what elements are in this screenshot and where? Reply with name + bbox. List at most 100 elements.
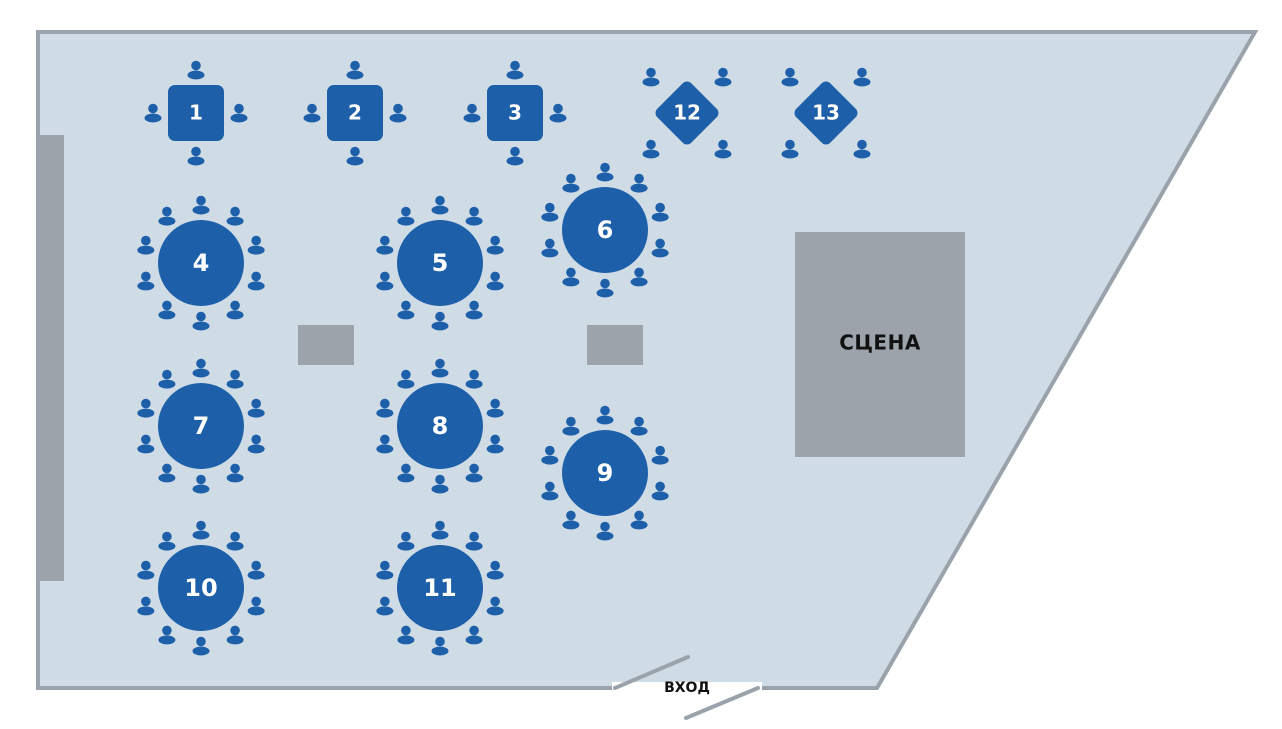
person-seat-icon [226, 625, 244, 645]
person-seat-icon [226, 369, 244, 389]
table-9[interactable]: 9 [541, 405, 669, 541]
person-seat-icon [465, 531, 483, 551]
person-seat-icon [465, 625, 483, 645]
person-seat-icon [596, 162, 614, 182]
person-seat-icon [158, 300, 176, 320]
person-seat-icon [187, 60, 205, 80]
person-seat-icon [431, 474, 449, 494]
table-3[interactable]: 3 [463, 60, 567, 166]
person-seat-icon [549, 103, 567, 123]
stage-area [795, 232, 965, 457]
person-seat-icon [486, 560, 504, 580]
person-seat-icon [376, 235, 394, 255]
person-seat-icon [630, 510, 648, 530]
table-number: 7 [193, 412, 210, 440]
person-seat-icon [431, 311, 449, 331]
table-top [562, 187, 648, 273]
person-seat-icon [376, 596, 394, 616]
person-seat-icon [192, 311, 210, 331]
person-seat-icon [541, 238, 559, 258]
person-seat-icon [596, 278, 614, 298]
table-top [168, 85, 224, 141]
table-top [158, 383, 244, 469]
person-seat-icon [506, 60, 524, 80]
table-1[interactable]: 1 [144, 60, 248, 166]
person-seat-icon [137, 434, 155, 454]
table-12[interactable]: 12 [642, 67, 732, 159]
table-2[interactable]: 2 [303, 60, 407, 166]
stage: СЦЕНА [795, 232, 965, 457]
entrance-gap [612, 682, 762, 696]
person-seat-icon [463, 103, 481, 123]
table-8[interactable]: 8 [376, 358, 504, 494]
entrance: ВХОД [612, 655, 762, 720]
person-seat-icon [303, 103, 321, 123]
person-seat-icon [642, 67, 660, 87]
person-seat-icon [397, 369, 415, 389]
table-number: 1 [189, 101, 203, 125]
person-seat-icon [137, 271, 155, 291]
column-right [587, 325, 643, 365]
table-10[interactable]: 10 [137, 520, 265, 656]
person-seat-icon [651, 445, 669, 465]
person-seat-icon [651, 202, 669, 222]
left-wall-panel [38, 135, 64, 581]
person-seat-icon [158, 463, 176, 483]
person-seat-icon [389, 103, 407, 123]
person-seat-icon [431, 358, 449, 378]
column-left [298, 325, 354, 365]
person-seat-icon [853, 139, 871, 159]
table-number: 10 [184, 574, 217, 602]
table-13[interactable]: 13 [781, 67, 871, 159]
table-7[interactable]: 7 [137, 358, 265, 494]
table-top [794, 81, 858, 145]
person-seat-icon [465, 369, 483, 389]
person-seat-icon [226, 531, 244, 551]
person-seat-icon [431, 195, 449, 215]
table-11[interactable]: 11 [376, 520, 504, 656]
person-seat-icon [562, 267, 580, 287]
person-seat-icon [346, 60, 364, 80]
person-seat-icon [397, 463, 415, 483]
person-seat-icon [376, 560, 394, 580]
person-seat-icon [853, 67, 871, 87]
table-number: 6 [597, 216, 614, 244]
person-seat-icon [137, 398, 155, 418]
person-seat-icon [506, 146, 524, 166]
person-seat-icon [192, 195, 210, 215]
person-seat-icon [486, 235, 504, 255]
person-seat-icon [630, 173, 648, 193]
person-seat-icon [144, 103, 162, 123]
stage-label: СЦЕНА [839, 331, 921, 355]
person-seat-icon [630, 267, 648, 287]
person-seat-icon [781, 139, 799, 159]
person-seat-icon [541, 202, 559, 222]
person-seat-icon [137, 235, 155, 255]
table-6[interactable]: 6 [541, 162, 669, 298]
person-seat-icon [596, 405, 614, 425]
person-seat-icon [230, 103, 248, 123]
person-seat-icon [158, 369, 176, 389]
person-seat-icon [397, 531, 415, 551]
person-seat-icon [562, 510, 580, 530]
table-top [158, 220, 244, 306]
table-4[interactable]: 4 [137, 195, 265, 331]
table-number: 3 [508, 101, 522, 125]
person-seat-icon [158, 625, 176, 645]
table-5[interactable]: 5 [376, 195, 504, 331]
person-seat-icon [541, 445, 559, 465]
person-seat-icon [192, 358, 210, 378]
table-number: 9 [597, 459, 614, 487]
table-top [655, 81, 719, 145]
person-seat-icon [376, 398, 394, 418]
person-seat-icon [486, 398, 504, 418]
person-seat-icon [630, 416, 648, 436]
person-seat-icon [465, 463, 483, 483]
table-number: 5 [432, 249, 449, 277]
table-number: 13 [812, 101, 840, 125]
table-top [158, 545, 244, 631]
person-seat-icon [486, 271, 504, 291]
person-seat-icon [158, 206, 176, 226]
person-seat-icon [226, 463, 244, 483]
person-seat-icon [651, 238, 669, 258]
